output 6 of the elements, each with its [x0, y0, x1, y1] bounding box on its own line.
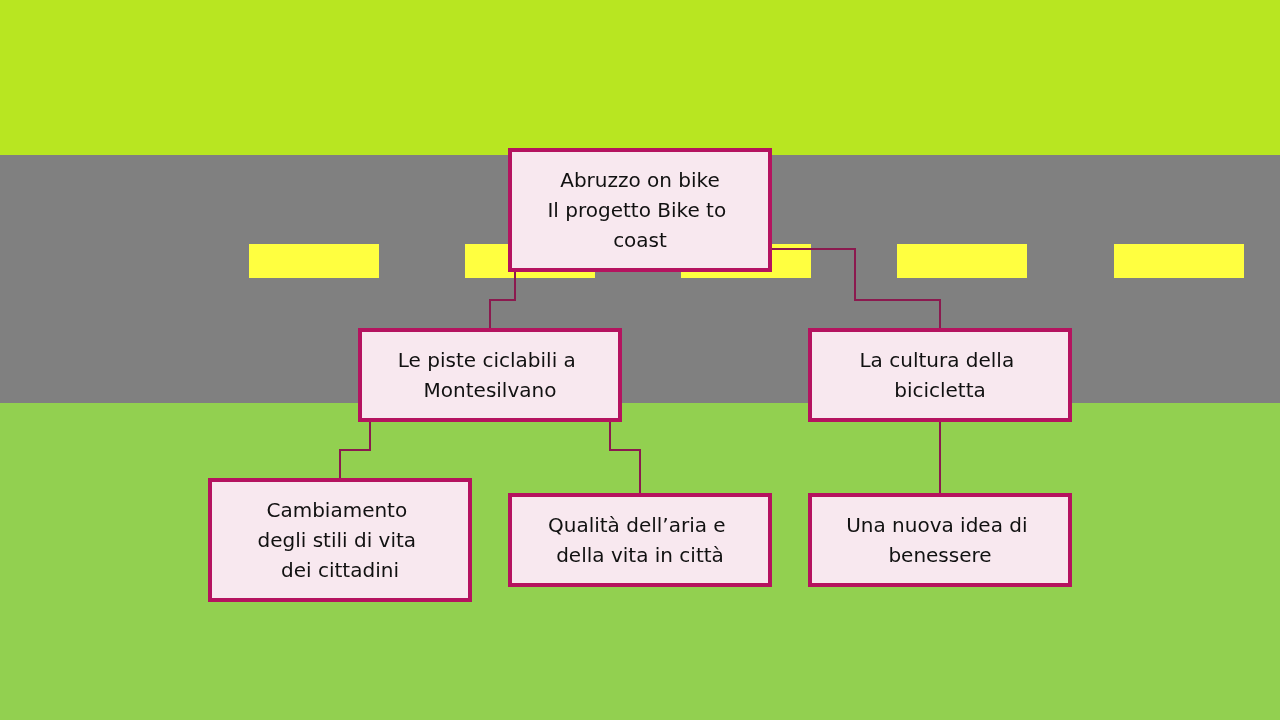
- node-box: La cultura della bicicletta: [808, 328, 1072, 422]
- node-box: Abruzzo on bike Il progetto Bike to coast: [508, 148, 772, 272]
- node-box: Qualità dell’aria e della vita in città: [508, 493, 772, 587]
- node-box: Cambiamento degli stili di vita dei cittadini: [208, 478, 472, 602]
- node-box: Una nuova idea di benessere: [808, 493, 1072, 587]
- node-box: Le piste ciclabili a Montesilvano: [358, 328, 622, 422]
